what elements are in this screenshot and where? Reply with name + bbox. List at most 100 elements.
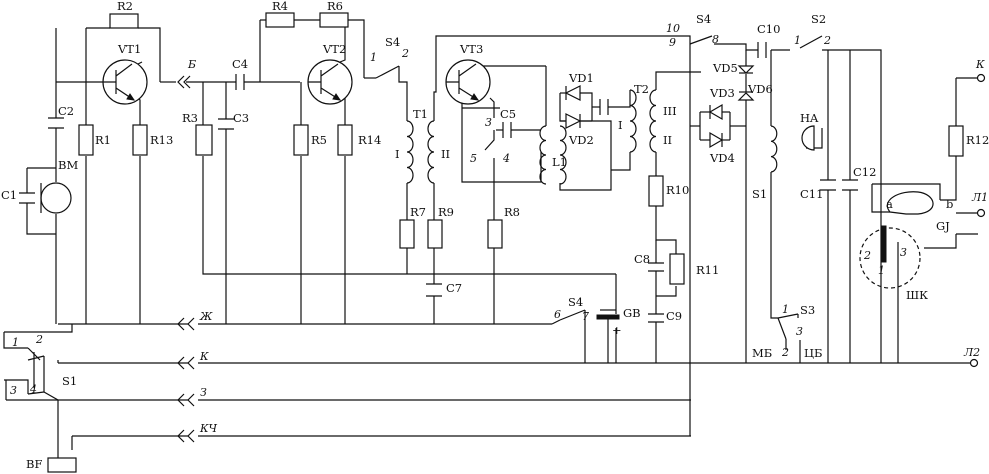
inductor-l1: [539, 125, 567, 185]
label-t1-winding-1: I: [395, 147, 400, 161]
resistor-r3: [195, 124, 213, 156]
label-s4-contact-6: 6: [554, 308, 561, 321]
label-c4: C4: [232, 57, 248, 71]
label-r14: R14: [358, 133, 381, 147]
label-gb-plus: +: [612, 323, 622, 337]
capacitor-c9: [648, 313, 664, 323]
resistor-r5: [293, 124, 309, 156]
label-t2-winding-3: III: [663, 104, 677, 118]
label-terminal-l1: Л1: [971, 191, 988, 204]
label-ha: HA: [800, 111, 819, 125]
capacitors: [19, 42, 858, 323]
label-gj: GJ: [936, 219, 950, 233]
terminal-k: [976, 73, 986, 83]
label-r1: R1: [95, 133, 111, 147]
label-s3-mb: МБ: [752, 346, 772, 360]
capacitor-vd-bridge: [599, 99, 609, 115]
label-jack-a: a: [886, 197, 893, 211]
switch-contact-labels: 1 2 3 4 5 6 7 8 9 10 1 2 1 2 3 1 2 3 4: [10, 22, 831, 397]
label-t1-winding-2: II: [441, 147, 450, 161]
resistor-r13: [132, 124, 148, 156]
label-s1-contact-1: 1: [12, 336, 19, 349]
label-s4-left: S4: [385, 35, 400, 49]
label-r3: R3: [182, 111, 198, 125]
resistors: [78, 12, 964, 285]
diode-vd2: [565, 113, 582, 129]
label-c8: C8: [634, 252, 650, 266]
label-s1-contact-2: 2: [35, 333, 43, 346]
label-t2-winding-1: I: [618, 118, 623, 132]
label-t2: T2: [634, 82, 649, 96]
capacitor-c11: [820, 179, 836, 191]
resistor-r9: [427, 219, 443, 249]
label-vd5: VD5: [712, 61, 738, 75]
label-vd3: VD3: [709, 86, 735, 100]
label-l1: L1: [552, 155, 567, 169]
resistor-r2: [109, 13, 139, 29]
switch-s4-1-2: [375, 65, 400, 79]
label-s1-contact-3: 3: [10, 384, 17, 397]
label-c1: C1: [1, 188, 17, 202]
switch-s4-8-9-10: [689, 35, 713, 45]
transformer-t2: [629, 89, 657, 153]
diode-vd4: [709, 131, 724, 149]
label-vt1: VT1: [117, 42, 141, 56]
jack-gj: [859, 191, 934, 289]
label-connector-kch: КЧ: [199, 422, 218, 435]
resistor-r12: [948, 125, 964, 157]
terminals: [969, 73, 986, 368]
capacitor-c1: [19, 192, 35, 204]
winding-labels: I II I III II: [395, 104, 677, 161]
transformer-s1-winding: [770, 125, 778, 173]
transistors: [102, 59, 491, 105]
label-c11: C11: [800, 187, 823, 201]
label-t2-winding-2: II: [663, 133, 672, 147]
label-c3: C3: [233, 111, 249, 125]
label-c12: C12: [853, 165, 876, 179]
wires: [3, 19, 978, 460]
label-shk: ШК: [906, 288, 928, 302]
earpiece-bf: [47, 457, 77, 473]
switch-s4-3-4-5: [484, 130, 495, 151]
label-c9: C9: [666, 309, 682, 323]
label-s4-contact-10: 10: [666, 22, 680, 35]
label-r11: R11: [696, 263, 719, 277]
label-connector-zh: Ж: [199, 310, 213, 323]
resistor-r10: [648, 175, 664, 207]
switch-s3: [777, 313, 799, 340]
chevron-z-icon: [177, 393, 195, 407]
capacitor-c5: [502, 122, 512, 138]
capacitor-c7: [426, 283, 442, 297]
terminal-l1: [976, 208, 986, 218]
label-s4-contact-3: 3: [485, 116, 492, 129]
label-vd2: VD2: [568, 133, 594, 147]
label-gb: GB: [623, 306, 641, 320]
terminal-l2: [969, 358, 979, 368]
resistor-r7: [399, 219, 415, 249]
label-jack-b: b: [946, 197, 953, 211]
switch-s2: [799, 35, 823, 49]
label-vd6: VD6: [747, 82, 773, 96]
resistor-r4: [265, 12, 295, 28]
resistor-r1: [78, 124, 94, 156]
diode-vd6: [737, 91, 755, 101]
chevron-zh-icon: [177, 317, 195, 331]
diode-vd3: [708, 103, 723, 121]
capacitor-c12: [842, 179, 858, 191]
label-s2: S2: [811, 12, 826, 26]
label-s3: S3: [800, 303, 815, 317]
label-s1-contact-4: 4: [29, 383, 37, 396]
label-s4-contact-4: 4: [502, 152, 510, 165]
resistor-r14: [337, 124, 353, 156]
label-s4-contact-1: 1: [370, 51, 377, 64]
label-s1: S1: [62, 374, 77, 388]
ringer-ha: [801, 125, 815, 151]
microphone-bm: [40, 182, 72, 214]
transistor-vt3: [445, 59, 491, 105]
label-terminal-k: К: [975, 58, 985, 71]
chevron-b-icon: [177, 75, 191, 89]
label-t1: T1: [413, 107, 428, 121]
switch-s4-6-7: [559, 309, 586, 321]
label-plug-pin-1: 1: [878, 264, 885, 277]
